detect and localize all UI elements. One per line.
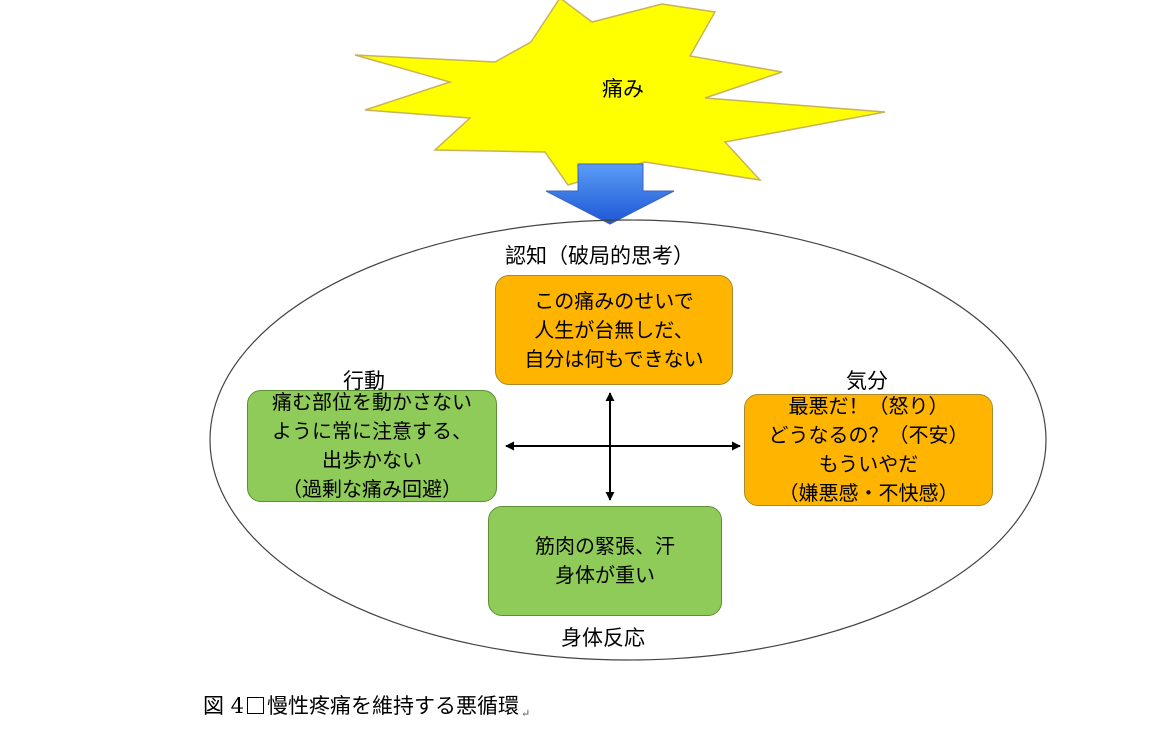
- pain-label: 痛み: [602, 77, 644, 101]
- behavior-line: （過剰な痛み回避）: [282, 477, 462, 501]
- mood-line: もういやだ: [818, 452, 919, 476]
- cycle-ellipse: [209, 219, 1047, 661]
- cognition-line: この痛みのせいで: [534, 288, 694, 313]
- mood-heading: 気分: [846, 369, 888, 393]
- behavior-box: 痛む部位を動かさない ように常に注意する、 出歩かない （過剰な痛み回避）: [247, 390, 497, 502]
- cognition-line: 自分は何もできない: [524, 346, 704, 371]
- mood-line: （嫌悪感・不快感）: [778, 481, 959, 505]
- figure-caption: 図 4 慢性疼痛を維持する悪循環↵: [203, 690, 530, 720]
- body-reaction-heading: 身体反応: [561, 626, 645, 650]
- behavior-heading: 行動: [343, 369, 385, 393]
- caption-title: 慢性疼痛を維持する悪循環: [267, 694, 520, 718]
- mood-line: どうなるの？（不安）: [768, 423, 969, 447]
- cognition-heading: 認知（破局的思考）: [505, 244, 694, 268]
- body-reaction-box: 筋肉の緊張、汗 身体が重い: [488, 506, 722, 616]
- behavior-line: ように常に注意する、: [272, 419, 472, 443]
- mood-line: 最悪だ！（怒り）: [788, 394, 949, 418]
- body-line: 身体が重い: [555, 563, 655, 587]
- behavior-line: 出歩かない: [322, 448, 422, 472]
- behavior-line: 痛む部位を動かさない: [272, 390, 472, 414]
- pain-burst-shape: [354, 0, 886, 186]
- cognition-line: 人生が台無しだ、: [534, 317, 694, 342]
- down-arrow-icon: [545, 163, 675, 225]
- blank-square-icon: [247, 697, 265, 714]
- mood-box: 最悪だ！（怒り） どうなるの？（不安） もういやだ （嫌悪感・不快感）: [744, 394, 993, 506]
- cognition-box: この痛みのせいで 人生が台無しだ、 自分は何もできない: [495, 275, 733, 385]
- body-line: 筋肉の緊張、汗: [535, 534, 675, 558]
- paragraph-return-icon: ↵: [521, 707, 531, 720]
- caption-figure-number: 図 4: [203, 694, 245, 718]
